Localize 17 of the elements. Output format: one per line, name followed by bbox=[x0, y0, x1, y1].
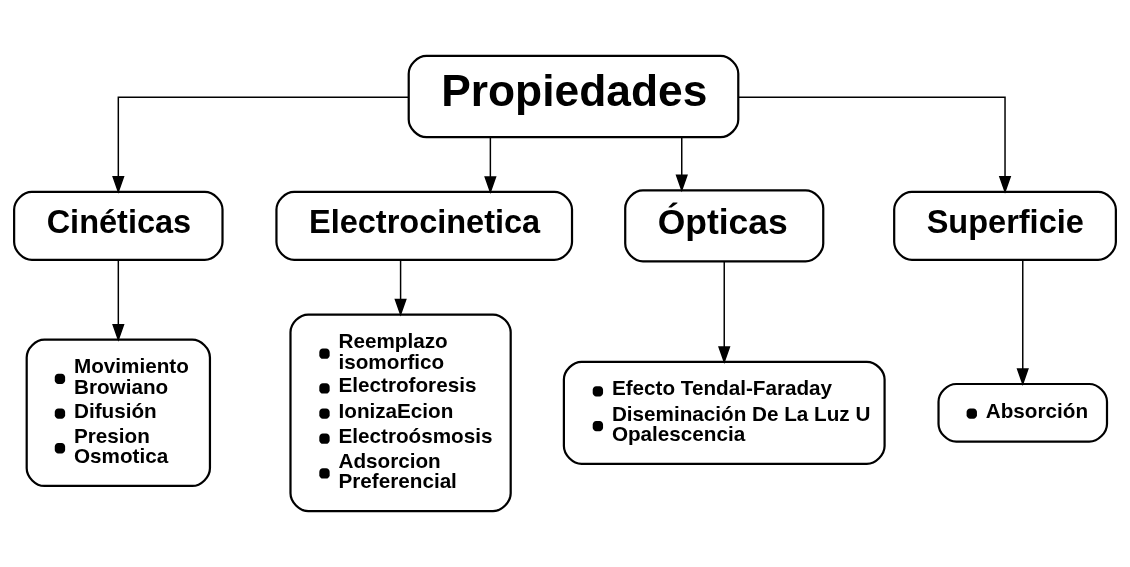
arrow bbox=[1016, 259, 1029, 386]
arrow bbox=[718, 260, 731, 365]
node-box: Efecto Tendal-Faraday Diseminación De La Luz U Opalescencia bbox=[562, 360, 886, 465]
node-box: Propiedades bbox=[407, 54, 740, 139]
arrow bbox=[112, 259, 125, 342]
node-box: Reemplazo isomorfico Electroforesis IonizaEcion Electroósmosis Adsorcion Preferencial bbox=[289, 313, 512, 513]
node-box: Absorción bbox=[937, 382, 1109, 443]
arrow bbox=[737, 96, 1012, 194]
arrow bbox=[394, 259, 407, 317]
arrow bbox=[484, 136, 497, 194]
node-box: Electrocinetica bbox=[275, 190, 574, 261]
arrow bbox=[112, 96, 410, 194]
node-box: Movimiento Browiano Difusión Presion Osmotica bbox=[25, 338, 212, 488]
node-box: Cinéticas bbox=[13, 190, 224, 261]
node-box: Ópticas bbox=[624, 189, 825, 263]
arrow bbox=[675, 136, 688, 193]
node-box: Superficie bbox=[893, 190, 1117, 261]
